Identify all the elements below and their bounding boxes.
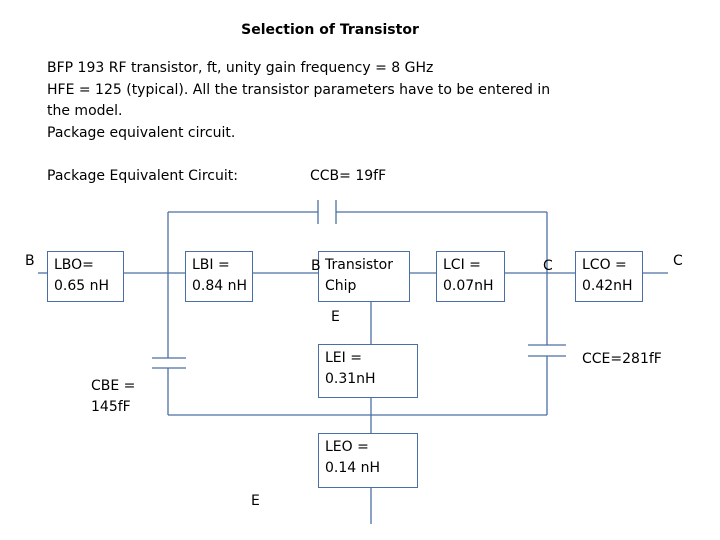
lco-name: LCO = — [582, 257, 627, 273]
lbo-inductor-box: LBO= 0.65 nH — [47, 251, 124, 302]
lco-value: 0.42nH — [582, 278, 633, 294]
chip-name-line2: Chip — [325, 278, 357, 294]
lbi-inductor-box: LBI = 0.84 nH — [185, 251, 253, 302]
leo-name: LEO = — [325, 439, 369, 455]
lei-value: 0.31nH — [325, 371, 376, 387]
description: BFP 193 RF transistor, ft, unity gain fr… — [47, 58, 550, 144]
lei-name: LEI = — [325, 350, 362, 366]
lbi-value: 0.84 nH — [192, 278, 248, 294]
circuit-heading: Package Equivalent Circuit: — [47, 168, 238, 184]
lci-value: 0.07nH — [443, 278, 494, 294]
lbi-name: LBI = — [192, 257, 230, 273]
leo-inductor-box: LEO = 0.14 nH — [318, 433, 418, 488]
transistor-chip-box: Transistor Chip — [318, 251, 410, 302]
leo-value: 0.14 nH — [325, 460, 381, 476]
cbe-label-line1: CBE = — [91, 378, 136, 394]
lco-inductor-box: LCO = 0.42nH — [575, 251, 643, 302]
node-c-output: C — [673, 253, 683, 269]
node-b-chip: B — [311, 258, 321, 274]
chip-name-line1: Transistor — [325, 257, 393, 273]
description-line: BFP 193 RF transistor, ft, unity gain fr… — [47, 60, 434, 76]
description-line: Package equivalent circuit. — [47, 124, 236, 141]
lbo-value: 0.65 nH — [54, 278, 110, 294]
node-c-chip: C — [543, 258, 553, 274]
node-e-chip: E — [331, 309, 340, 325]
node-e-ground: E — [251, 493, 260, 509]
lci-inductor-box: LCI = 0.07nH — [436, 251, 505, 302]
lci-name: LCI = — [443, 257, 481, 273]
ccb-label: CCB= 19fF — [310, 168, 387, 184]
description-line: HFE = 125 (typical). All the transistor … — [47, 81, 551, 98]
cce-label: CCE=281fF — [582, 351, 662, 367]
cbe-label-line2: 145fF — [91, 399, 131, 415]
description-line: the model. — [47, 103, 123, 119]
lbo-name: LBO= — [54, 257, 94, 273]
node-b-input: B — [25, 253, 35, 269]
lei-inductor-box: LEI = 0.31nH — [318, 344, 418, 398]
page-title: Selection of Transistor — [241, 22, 419, 38]
